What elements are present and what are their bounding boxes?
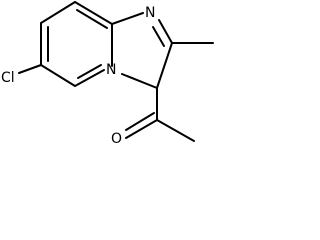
imidazole-ring — [111, 12, 173, 89]
bond-c8a-n1 — [111, 12, 144, 25]
bond-c5-c6 — [74, 1, 113, 25]
bond-c5-n4-inner — [77, 64, 102, 79]
bond-n1-c2-inner — [152, 26, 165, 47]
bond-c7-c6cl — [40, 64, 76, 87]
substituents — [18, 42, 214, 142]
bond-c5-n4 — [74, 69, 105, 87]
bond-carbonyl-oxygen — [125, 119, 158, 139]
bond-carbonyl-oxygen-inner — [125, 112, 155, 131]
atom-bridgehead-nitrogen-label: N — [106, 62, 116, 78]
chemical-structure: Cl N N O — [1, 1, 214, 147]
pyridine-ring — [40, 1, 113, 87]
atom-carbonyl-oxygen-label: O — [111, 131, 122, 147]
bond-c5-c6-inner — [76, 9, 108, 29]
bond-c6-cl — [18, 64, 42, 74]
bond-n1-c2 — [158, 19, 173, 44]
bond-c3-n4 — [121, 73, 158, 89]
bond-c2-c3 — [156, 42, 173, 89]
atom-ring-nitrogen-label: N — [145, 5, 155, 21]
bond-c6-c8a — [40, 1, 76, 24]
bond-carbonyl-methyl — [156, 119, 195, 142]
atom-chlorine-label: Cl — [1, 70, 15, 86]
